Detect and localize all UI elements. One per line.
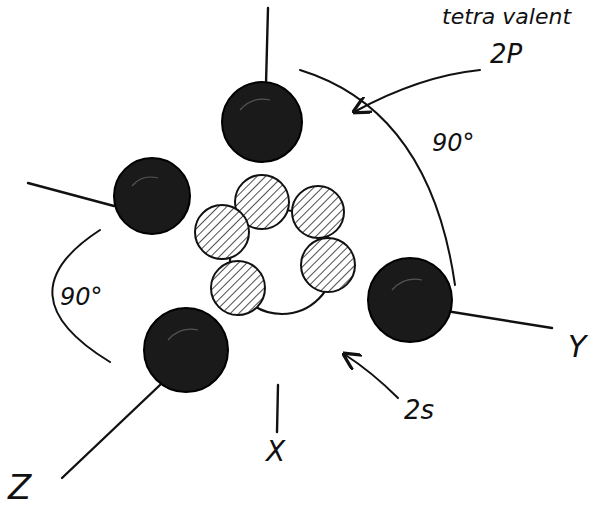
angle-label: 90° bbox=[58, 284, 105, 312]
hybrid-lobes bbox=[195, 175, 355, 315]
leader-arrow bbox=[344, 354, 398, 398]
p-lobe bbox=[144, 308, 228, 392]
axis-label: Z bbox=[6, 468, 33, 507]
orbital-label: 2s bbox=[402, 396, 436, 426]
leader-arrow bbox=[354, 70, 480, 112]
angle-arc bbox=[52, 230, 110, 362]
p-lobe bbox=[368, 258, 452, 342]
axis-line bbox=[277, 385, 278, 432]
axis-line bbox=[62, 385, 160, 478]
axis-line bbox=[440, 310, 552, 328]
hybrid-lobe bbox=[301, 238, 355, 292]
p-lobe bbox=[114, 158, 190, 234]
p-lobe bbox=[222, 82, 302, 162]
orbital-label: 2P bbox=[488, 40, 524, 70]
hybrid-lobe bbox=[292, 186, 344, 238]
p-lobes bbox=[114, 82, 452, 392]
axis-line bbox=[28, 183, 114, 206]
angle-label: 90° bbox=[430, 130, 477, 158]
angle-arc bbox=[300, 70, 455, 285]
axis-lines bbox=[28, 8, 552, 478]
axis-label: Y bbox=[566, 330, 588, 365]
hybrid-lobe bbox=[211, 261, 265, 315]
axis-line bbox=[266, 8, 268, 84]
note-text: tetra valent bbox=[440, 4, 573, 29]
axis-label: X bbox=[264, 436, 287, 468]
hybrid-lobe bbox=[195, 205, 249, 259]
